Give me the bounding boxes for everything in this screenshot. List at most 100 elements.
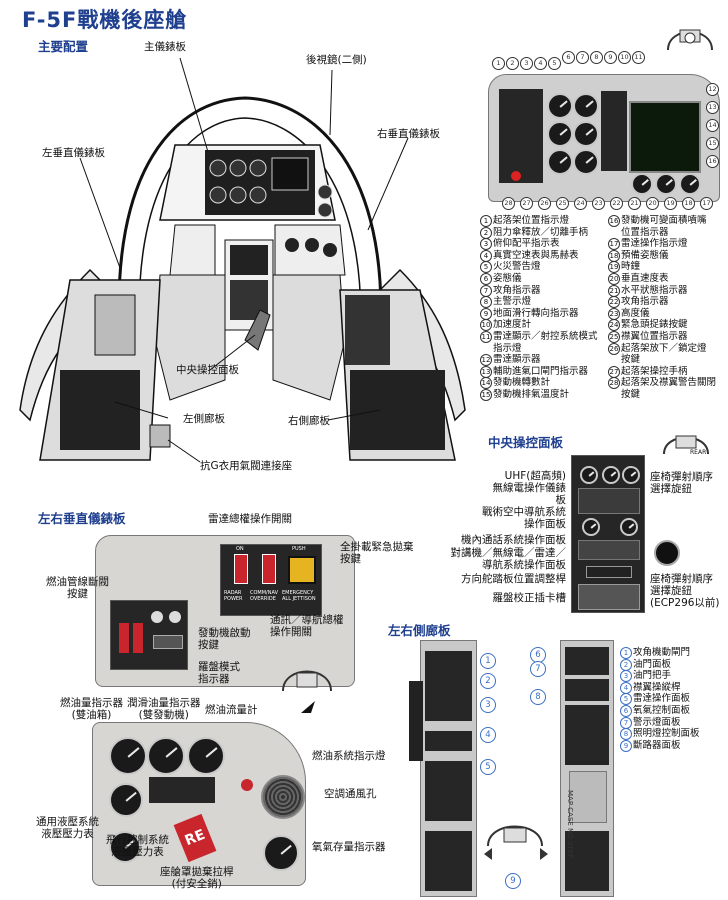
- legend-text: 發動機排氣溫度計: [493, 388, 570, 400]
- legend-number: 8: [620, 728, 633, 741]
- main-instrument-panel-detail: [488, 74, 720, 202]
- switch-label-radar: RADAR: [224, 590, 242, 596]
- legend-number-badge: 5: [620, 693, 632, 706]
- legend-text: 攻角指示器: [621, 296, 669, 308]
- legend-text: 襟翼操縱桿: [633, 681, 681, 693]
- panel-callout-number: 22: [610, 197, 623, 210]
- legend-text: 指示燈: [493, 342, 522, 354]
- console-callout-number: 2: [480, 673, 496, 689]
- legend-text: 氧氣控制面板: [633, 704, 691, 716]
- legend-number: 3: [480, 238, 493, 251]
- legend-text: 起落架及襟翼警告關閉: [621, 377, 717, 389]
- legend-text: 加速度計: [493, 319, 532, 331]
- legend-text: 雷達操作指示燈: [621, 238, 688, 250]
- label-ac-vent: 空調通風孔: [324, 788, 377, 800]
- legend-item: 按鍵: [608, 354, 726, 366]
- legend-text: 時鐘: [621, 261, 641, 273]
- panel-callout-number: 28: [502, 197, 515, 210]
- panel-callout-number: 26: [538, 197, 551, 210]
- legend-text: 位置指示器: [621, 226, 669, 238]
- legend-number: 2: [620, 658, 633, 671]
- panel-callout-number: 17: [700, 197, 713, 210]
- label-fuel-flow: 燃油流量計: [205, 704, 258, 716]
- rear-tag: REAR: [690, 449, 707, 456]
- panel-callout-number: 2: [506, 57, 519, 70]
- label-fuel-quantity: 燃油量指示器 (雙油箱): [60, 697, 123, 721]
- legend-text: 預備姿態儀: [621, 249, 669, 261]
- panel-callout-number: 27: [520, 197, 533, 210]
- legend-number-badge: 25: [608, 330, 620, 343]
- eject-sequence-knob[interactable]: [654, 540, 680, 566]
- legend-number: [608, 354, 621, 365]
- panel-callout-number: 15: [706, 137, 719, 150]
- legend-number-badge: 12: [480, 354, 492, 367]
- compass-mode-indicator: [153, 635, 183, 649]
- legend-text: 主警示燈: [493, 296, 532, 308]
- legend-number: 5: [480, 261, 493, 274]
- fuel-shutoff-button-left[interactable]: [119, 623, 129, 653]
- label-flight-hydraulic-pressure: 飛行控制系統 液壓壓力表: [106, 834, 169, 858]
- fuel-shutoff-button-right[interactable]: [133, 623, 143, 653]
- legend-number: 25: [608, 330, 621, 343]
- legend-text: 起落架操控手柄: [621, 365, 688, 377]
- console-callout-number: 7: [530, 661, 546, 677]
- legend-number: 21: [608, 284, 621, 297]
- legend-number: 20: [608, 272, 621, 285]
- legend-number-badge: 3: [480, 238, 492, 251]
- legend-number: 7: [480, 284, 493, 297]
- label-canopy-jettison: 座艙罩拋棄拉桿 (付安全銷): [160, 866, 234, 890]
- legend-number-badge: 3: [620, 670, 632, 683]
- right-console-detail: [560, 640, 614, 897]
- legend-number: 14: [480, 377, 493, 390]
- legend-number: 4: [620, 681, 633, 694]
- section-heading-vertical-panels: 左右垂直儀錶板: [38, 511, 126, 526]
- emergency-jettison-button[interactable]: [288, 556, 316, 584]
- panel-callout-number: 12: [706, 83, 719, 96]
- legend-number: 18: [608, 249, 621, 262]
- panel-callout-number: 13: [706, 101, 719, 114]
- legend-text: 發動機可變面積噴嘴: [621, 215, 707, 226]
- label-nav-select-panel: 對講機／無線電／雷達／ 導航系統操作面板: [450, 547, 567, 571]
- label-tacan-panel: 戰術空中導航系統 操作面板: [482, 506, 566, 530]
- legend-text: 水平狀態指示器: [621, 284, 688, 296]
- switch-label-power: POWER: [224, 596, 243, 602]
- legend-number: 28: [608, 377, 621, 390]
- legend-number-badge: 20: [608, 272, 620, 285]
- radar-power-switch[interactable]: [234, 554, 248, 584]
- label-oxygen-quantity: 氧氣存量指示器: [312, 841, 386, 853]
- legend-number: 10: [480, 319, 493, 332]
- legend-text: 真實空速表與馬赫表: [493, 249, 579, 261]
- switch-label-comm-nav: COMM/NAV: [250, 590, 279, 596]
- engine-start-button-right[interactable]: [169, 611, 181, 623]
- engine-start-button-left[interactable]: [151, 611, 163, 623]
- legend-number: 2: [480, 226, 493, 239]
- legend-text: 警示燈面板: [633, 716, 681, 728]
- legend-number-badge: 4: [620, 681, 632, 694]
- legend-text: 照明燈控制面板: [633, 728, 700, 740]
- label-eject-sequence: 座椅彈射順序 選擇旋鈕: [650, 471, 713, 495]
- comm-nav-override-switch[interactable]: [262, 554, 276, 584]
- legend-number: 23: [608, 307, 621, 320]
- panel-callout-number: 19: [664, 197, 677, 210]
- legend-item: 指示燈: [480, 343, 610, 355]
- legend-text: 阻力傘釋放／切離手柄: [493, 226, 589, 238]
- switch-label-on: ON: [236, 546, 244, 552]
- label-rudder-adjust: 方向舵踏板位置調整桿: [461, 573, 566, 585]
- section-heading-center-panel: 中央操控面板: [488, 435, 564, 450]
- ac-vent[interactable]: [261, 775, 305, 819]
- console-callout-number: 8: [530, 689, 546, 705]
- upper-vertical-panel: RADAR POWER COMM/NAV OVERRIDE EMERGENCY …: [95, 535, 355, 687]
- panel-callout-number: 16: [706, 155, 719, 168]
- legend-text: 按鍵: [621, 354, 641, 366]
